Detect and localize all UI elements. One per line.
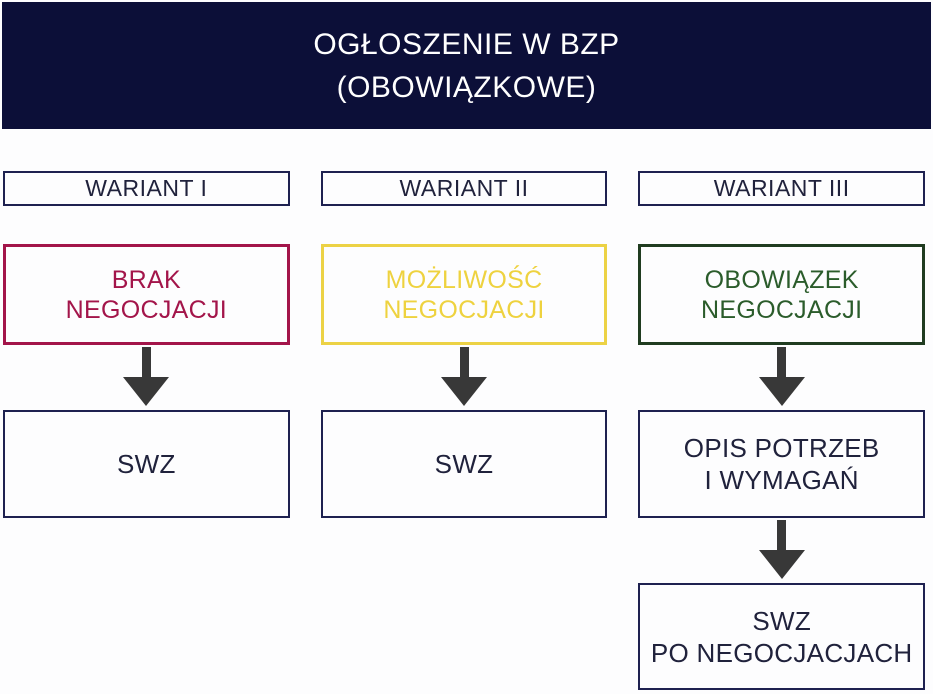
variant-3-swz-after-line2: PO NEGOCJACJACH (650, 637, 913, 668)
variant-3-option-box: OBOWIĄZEK NEGOCJACJI (638, 244, 926, 345)
variant-2-label-box: WARIANT II (320, 171, 608, 206)
variant-3-option-line1: OBOWIĄZEK (704, 265, 859, 294)
variant-3-needs-line2: I WYMAGAŃ (704, 465, 859, 495)
arrow-head (758, 377, 805, 406)
arrow-head (758, 550, 805, 579)
column-variant-1: WARIANT I BRAK NEGOCJACJI SWZ (3, 171, 290, 518)
arrow-stem (777, 520, 787, 550)
variant-3-option-line2: NEGOCJACJI (701, 295, 863, 324)
column-variant-2: WARIANT II MOŻLIWOŚĆ NEGOCJACJI SWZ (320, 171, 608, 518)
down-arrow-icon (321, 345, 608, 410)
variant-2-swz-label: SWZ (434, 449, 494, 479)
variant-2-label: WARIANT II (399, 175, 529, 201)
column-variant-3: WARIANT III OBOWIĄZEK NEGOCJACJI OPIS PO… (638, 171, 926, 690)
variant-3-label: WARIANT III (713, 175, 850, 201)
down-arrow-icon (638, 518, 925, 583)
down-arrow-icon (3, 345, 290, 410)
header-title-line2: (OBOWIĄZKOWE) (336, 70, 597, 104)
variant-3-needs-line1: OPIS POTRZEB (683, 433, 880, 463)
variant-3-label-box: WARIANT III (638, 171, 926, 206)
variant-1-option-line2: NEGOCJACJI (65, 295, 228, 324)
variant-2-option-line2: NEGOCJACJI (383, 295, 545, 324)
variant-2-swz-box: SWZ (320, 410, 608, 518)
arrow-stem (459, 347, 469, 377)
variant-1-label-box: WARIANT I (3, 171, 290, 206)
variant-1-option-line1: BRAK (111, 265, 181, 294)
arrow-head (441, 377, 487, 406)
variant-3-needs-box: OPIS POTRZEB I WYMAGAŃ (638, 410, 926, 518)
variant-1-swz-box: SWZ (3, 410, 290, 518)
variant-1-label: WARIANT I (85, 175, 208, 201)
variant-3-swz-after-box: SWZ PO NEGOCJACJACH (638, 583, 926, 690)
header-banner: OGŁOSZENIE W BZP (OBOWIĄZKOWE) (2, 2, 931, 129)
variant-1-option-box: BRAK NEGOCJACJI (3, 244, 290, 345)
arrow-head (123, 377, 170, 406)
down-arrow-icon (638, 345, 925, 410)
header-title-line1: OGŁOSZENIE W BZP (313, 27, 620, 61)
variant-3-swz-after-line1: SWZ (752, 605, 812, 636)
variant-2-option-line1: MOŻLIWOŚĆ (385, 265, 543, 294)
variant-2-option-box: MOŻLIWOŚĆ NEGOCJACJI (320, 244, 608, 345)
arrow-stem (141, 347, 151, 377)
variant-1-swz-label: SWZ (117, 449, 176, 479)
variant-columns: WARIANT I BRAK NEGOCJACJI SWZ WARIANT II… (0, 171, 933, 690)
arrow-stem (777, 347, 787, 377)
